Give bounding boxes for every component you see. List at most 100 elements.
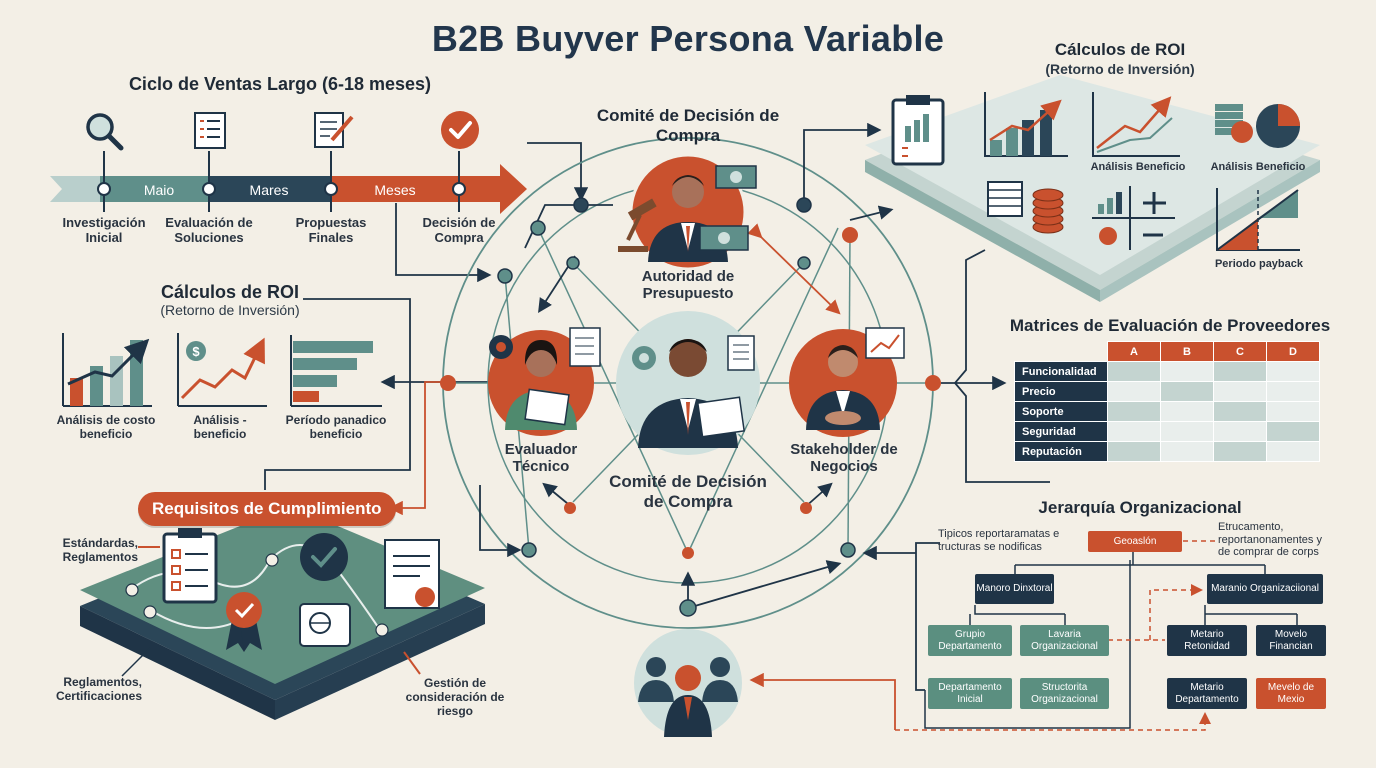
svg-text:$: $ bbox=[192, 344, 200, 359]
matrix-row-label: Soporte bbox=[1014, 401, 1108, 422]
vendor-evaluation-matrix: A B C D Funcionalidad Precio Soporte Seg… bbox=[1014, 341, 1320, 462]
matrix-cell bbox=[1107, 441, 1161, 462]
stage-research: Investigación Inicial bbox=[62, 215, 146, 245]
org-node: Mevelo de Mexio bbox=[1256, 678, 1326, 709]
matrix-cell bbox=[1213, 441, 1267, 462]
matrix-cell bbox=[1107, 421, 1161, 442]
matrix-col-d: D bbox=[1266, 341, 1320, 362]
compliance-risk-label: Gestión de consideración de riesgo bbox=[405, 676, 505, 718]
org-node: Grupio Departamento bbox=[928, 625, 1012, 656]
clipboard-icon bbox=[162, 528, 218, 604]
hierarchy-heading: Jerarquía Organizacional bbox=[1038, 498, 1242, 517]
matrix-cell bbox=[1266, 381, 1320, 402]
matrix-row: Funcionalidad bbox=[1014, 361, 1320, 382]
matrix-row-label: Reputación bbox=[1014, 441, 1108, 462]
org-root-node: Geoaslón bbox=[1088, 531, 1182, 552]
compliance-pill: Requisitos de Cumplimiento bbox=[138, 492, 396, 526]
committee-center-label: Comité de Decisión de Compra bbox=[609, 472, 767, 511]
org-node: Structorita Organizacional bbox=[1020, 678, 1109, 709]
magnifier-icon bbox=[86, 113, 124, 151]
matrix-cell bbox=[1107, 381, 1161, 402]
payback-chart-icon bbox=[1216, 188, 1300, 252]
org-node: Metario Departamento bbox=[1167, 678, 1247, 709]
org-node: Lavaria Organizacional bbox=[1020, 625, 1109, 656]
roi-right-label-3: Periodo payback bbox=[1214, 258, 1304, 270]
matrix-cell bbox=[1160, 441, 1214, 462]
org-left-head: Manoro Dinxtoral bbox=[975, 574, 1054, 604]
roi-right-label-2: Análisis Beneficio bbox=[1210, 161, 1306, 173]
shield-check-icon bbox=[300, 533, 348, 581]
roi-left-charts: $ bbox=[62, 333, 382, 407]
certificate-icon bbox=[384, 539, 440, 609]
matrix-cell bbox=[1266, 401, 1320, 422]
matrix-cell bbox=[1266, 421, 1320, 442]
matrix-cell bbox=[1213, 381, 1267, 402]
technical-evaluator-avatar bbox=[488, 327, 601, 436]
stacks-coins-icon bbox=[987, 181, 1064, 234]
bar-label-2: Mares bbox=[249, 182, 289, 198]
roi-right-subheading: (Retorno de Inversión) bbox=[1045, 61, 1195, 77]
matrix-cell bbox=[1213, 401, 1267, 422]
roi-left-subheading: (Retorno de Inversión) bbox=[160, 302, 300, 318]
roi-line-chart-icon bbox=[1092, 92, 1180, 157]
budget-authority-avatar bbox=[618, 153, 757, 271]
matrix-cell bbox=[1107, 401, 1161, 422]
matrix-row-label: Funcionalidad bbox=[1014, 361, 1108, 382]
matrix-row: Precio bbox=[1014, 381, 1320, 402]
business-stakeholder-label: Stakeholder de Negocios bbox=[790, 441, 898, 476]
matrix-row: Seguridad bbox=[1014, 421, 1320, 442]
matrix-cell bbox=[1213, 361, 1267, 382]
roi-bar-chart-icon bbox=[984, 92, 1068, 157]
checklist-icon bbox=[194, 112, 226, 149]
ribbon-badge-icon bbox=[226, 592, 262, 652]
matrix-col-b: B bbox=[1160, 341, 1214, 362]
committee-center-avatar bbox=[616, 311, 760, 455]
passport-icon bbox=[299, 603, 351, 647]
budget-authority-label: Autoridad de Presupuesto bbox=[641, 268, 735, 303]
roi-right-heading: Cálculos de ROI bbox=[1054, 40, 1186, 59]
org-node: Movelo Financian bbox=[1256, 625, 1326, 656]
matrix-cell bbox=[1160, 361, 1214, 382]
roi-left-heading: Cálculos de ROI bbox=[160, 282, 300, 302]
compliance-standards-label: Estándardas, Reglamentos bbox=[62, 536, 138, 564]
matrix-row-label: Precio bbox=[1014, 381, 1108, 402]
matrix-row: Soporte bbox=[1014, 401, 1320, 422]
plus-minus-icon bbox=[1092, 186, 1175, 250]
matrix-row: Reputación bbox=[1014, 441, 1320, 462]
matrix-cell bbox=[1266, 441, 1320, 462]
coins-pie-icon bbox=[1215, 104, 1300, 148]
matrix-cell bbox=[1160, 421, 1214, 442]
matrix-row-label: Seguridad bbox=[1014, 421, 1108, 442]
hierarchy-note-right: Etrucamento, reportanonamentes y de comp… bbox=[1218, 521, 1322, 559]
roi-chart-label-3: Período panadico beneficio bbox=[285, 413, 387, 441]
org-right-head: Maranio Organizaciional bbox=[1207, 574, 1323, 604]
compliance-regulations-label: Reglamentos, Certificaciones bbox=[55, 675, 142, 703]
org-node: Metario Retonidad bbox=[1167, 625, 1247, 656]
stage-decision: Decisión de Compra bbox=[422, 215, 496, 245]
org-chart-lines bbox=[895, 540, 1298, 731]
roi-chart-label-2: Análisis -beneficio bbox=[193, 413, 247, 441]
page-title: B2B Buyver Persona Variable bbox=[431, 18, 945, 59]
roi-chart-label-1: Análisis de costo beneficio bbox=[56, 413, 156, 441]
sales-cycle-timeline bbox=[50, 151, 527, 214]
business-stakeholder-avatar bbox=[789, 327, 905, 437]
roi-top-right-platform bbox=[865, 75, 1320, 302]
matrix-cell bbox=[1266, 361, 1320, 382]
checkmark-badge-icon bbox=[441, 111, 479, 149]
bar-label-3: Meses bbox=[374, 182, 416, 198]
sales-cycle-heading: Ciclo de Ventas Largo (6-18 meses) bbox=[128, 74, 432, 94]
group-people-icon bbox=[634, 629, 742, 737]
report-clipboard-icon bbox=[891, 95, 945, 166]
matrix-cell bbox=[1213, 421, 1267, 442]
hierarchy-note-left: Tipicos reportaramatas e tructuras se no… bbox=[938, 528, 1060, 553]
matrix-cell bbox=[1107, 361, 1161, 382]
matrix-cell bbox=[1160, 401, 1214, 422]
committee-top-heading: Comité de Decisión de Compra bbox=[596, 106, 780, 145]
org-node: Departamento Inicial bbox=[928, 678, 1012, 709]
stage-proposals: Propuestas Finales bbox=[295, 215, 367, 245]
matrix-col-a: A bbox=[1107, 341, 1161, 362]
proposal-icon bbox=[314, 112, 354, 148]
matrix-col-c: C bbox=[1213, 341, 1267, 362]
